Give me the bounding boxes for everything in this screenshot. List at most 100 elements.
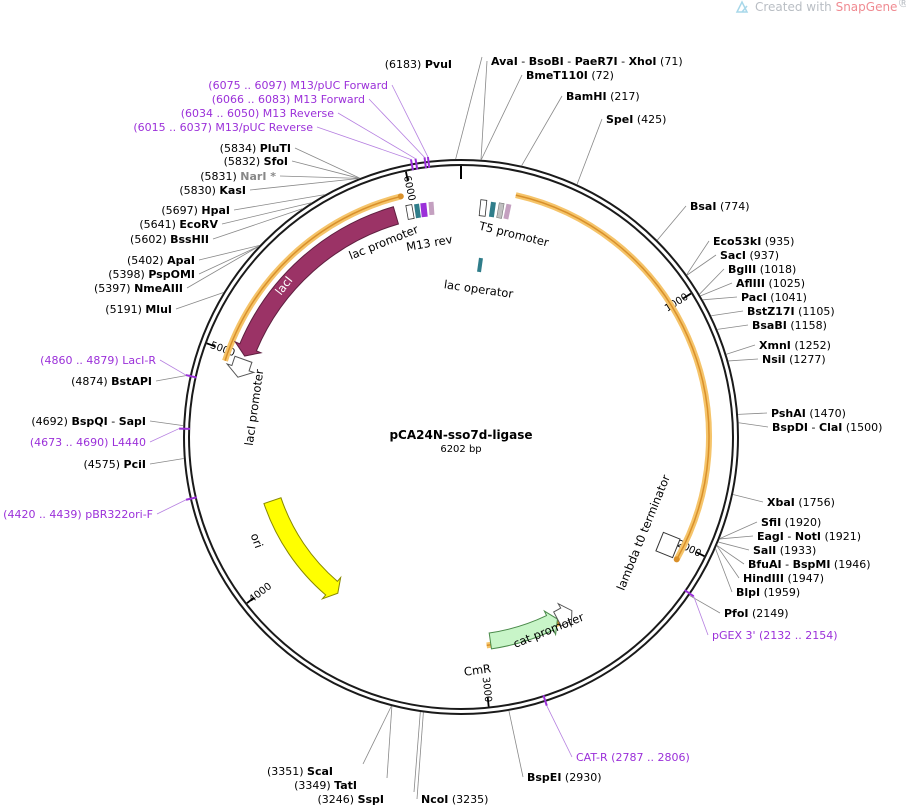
site-separator: - [782,558,793,571]
primer-mark [414,158,419,170]
site-NmeAIII[interactable]: (5397) NmeAIII [94,282,183,295]
site-leader-lines [149,56,769,800]
site-BglII[interactable]: BglII (1018) [728,263,796,276]
backbone-inner [188,164,734,710]
site-PluTI[interactable]: (5834) PluTI [220,142,291,155]
site-BmeT110I[interactable]: BmeT110I (72) [526,69,614,82]
site-HindIII[interactable]: HindIII (1947) [743,572,824,585]
watermark: Created with SnapGene® [735,0,906,14]
site-BamHI[interactable]: BamHI (217) [566,90,640,103]
site-PspOMI[interactable]: (5398) PspOMI [108,268,195,281]
site-position: (1756) [795,496,835,509]
primer-pBR322oriF[interactable]: (4420 .. 4439) pBR322ori-F [3,508,153,521]
site-ScaI[interactable]: (3351) ScaI [267,765,333,778]
site-position: (4575) [83,458,123,471]
site-PciI[interactable]: (4575) PciI [83,458,146,471]
site-position: (6183) [385,58,425,71]
primer-name: M13 Forward [294,93,365,106]
site-AvaI[interactable]: AvaI - BsoBI - PaeR7I - XhoI (71) [491,55,683,68]
site-enzyme-name: BstAPI [111,375,152,388]
site-NcoI[interactable]: NcoI (3235) [421,793,488,806]
site-BlpI[interactable]: BlpI (1959) [736,586,800,599]
primer-leader-line [546,705,573,758]
site-ApaI[interactable]: (5402) ApaI [127,254,195,267]
site-NsiI[interactable]: NsiI (1277) [762,353,826,366]
site-SfiI[interactable]: SfiI (1920) [761,516,821,529]
site-EagI[interactable]: EagI - NotI (1921) [757,530,861,543]
site-separator: - [618,55,629,68]
site-label-text: BlpI (1959) [736,586,800,599]
primer-LacIR[interactable]: (4860 .. 4879) LacI-R [40,354,156,367]
site-HpaI[interactable]: (5697) HpaI [161,204,230,217]
site-label-text: PfoI (2149) [724,607,789,620]
primer-CATR[interactable]: CAT-R (2787 .. 2806) [576,751,690,764]
feature-label-T5-promoter: T5 promoter [477,218,551,249]
site-enzyme-name: PfoI [724,607,749,620]
site-label-text: (5832) SfoI [224,155,288,168]
site-enzyme-name: HpaI [201,204,230,217]
site-BspDI[interactable]: BspDI - ClaI (1500) [772,421,882,434]
primer-label-text: (6034 .. 6050) M13 Reverse [181,107,334,120]
leader-line [686,254,717,276]
leader-line [198,245,259,275]
primer-name: M13/pUC Reverse [215,121,313,134]
site-Eco53kI[interactable]: Eco53kI (935) [713,235,794,248]
site-SalI[interactable]: SalI (1933) [753,544,816,557]
primer-M13pUCReverse[interactable]: (6015 .. 6037) M13/pUC Reverse [133,121,313,134]
leader-line [657,205,687,241]
site-separator: - [784,530,795,543]
site-PfoI[interactable]: PfoI (2149) [724,607,789,620]
primer-M13Forward[interactable]: (6066 .. 6083) M13 Forward [212,93,365,106]
site-enzyme-name: SalI [753,544,776,557]
site-enzyme-name: EagI [757,530,784,543]
primer-M13pUCForward[interactable]: (6075 .. 6097) M13/pUC Forward [208,79,388,92]
top-feature-glyphs [405,199,681,559]
feature-cat-promoter-arrow [553,602,573,628]
site-BssHII[interactable]: (5602) BssHII [130,233,209,246]
site-SfoI[interactable]: (5832) SfoI [224,155,288,168]
site-KasI[interactable]: (5830) KasI [179,184,246,197]
site-SacI[interactable]: SacI (937) [720,249,779,262]
site-label-text: (5830) KasI [179,184,246,197]
leader-line [155,374,191,382]
site-TatI[interactable]: (3349) TatI [294,779,357,792]
site-EcoRV[interactable]: (5641) EcoRV [139,218,218,231]
site-BsaI[interactable]: BsaI (774) [690,200,750,213]
site-PacI[interactable]: PacI (1041) [741,291,807,304]
site-XmnI[interactable]: XmnI (1252) [759,339,831,352]
site-label-text: PshAI (1470) [771,407,846,420]
site-SpeI[interactable]: SpeI (425) [606,113,666,126]
site-BsaBI[interactable]: BsaBI (1158) [752,319,827,332]
leader-line [362,705,392,765]
site-BspEI[interactable]: BspEI (2930) [527,771,602,784]
site-position: (2149) [749,607,789,620]
primer-pGEX3[interactable]: pGEX 3' (2132 .. 2154) [712,629,838,642]
site-label-text: SpeI (425) [606,113,666,126]
site-BstAPI[interactable]: (4874) BstAPI [71,375,152,388]
site-enzyme-name: Eco53kI [713,235,761,248]
site-PshAI[interactable]: PshAI (1470) [771,407,846,420]
primer-mark [684,589,695,598]
site-label-text: XmnI (1252) [759,339,831,352]
site-SspI[interactable]: (3246) SspI [317,793,384,806]
site-enzyme-name: BspQI [71,415,107,428]
site-BfuAI[interactable]: BfuAI - BspMI (1946) [748,558,871,571]
primer-name: M13/pUC Forward [290,79,388,92]
site-NarI[interactable]: (5831) NarI * [200,170,276,183]
leader-line [718,541,750,551]
site-enzyme-name: PvuI [425,58,452,71]
primer-M13Reverse[interactable]: (6034 .. 6050) M13 Reverse [181,107,334,120]
site-separator: - [518,55,529,68]
site-BstZ17I[interactable]: BstZ17I (1105) [747,305,835,318]
leader-line [480,60,488,160]
site-label-text: PacI (1041) [741,291,807,304]
site-XbaI[interactable]: XbaI (1756) [767,496,835,509]
site-BspQI[interactable]: (4692) BspQI - SapI [31,415,146,428]
site-MluI[interactable]: (5191) MluI [105,303,172,316]
site-AflIII[interactable]: AflIII (1025) [736,277,805,290]
site-position: (1500) [842,421,882,434]
primer-L4440[interactable]: (4673 .. 4690) L4440 [30,436,146,449]
site-position: (1921) [821,530,861,543]
site-position: (5641) [139,218,179,231]
site-PvuI[interactable]: (6183) PvuI [385,58,452,71]
